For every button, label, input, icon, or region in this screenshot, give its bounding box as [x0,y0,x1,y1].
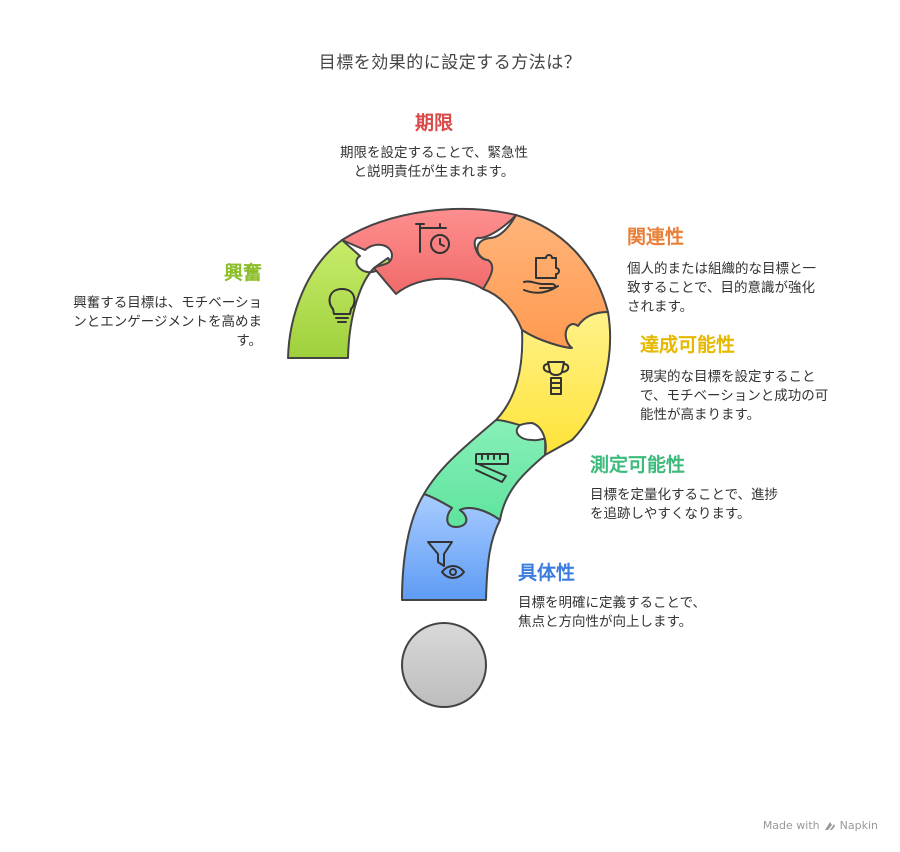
specific-description: 目標を明確に定義することで、 焦点と方向性が向上します。 [518,595,707,630]
napkin-brand-label: Napkin [839,819,878,832]
page-title: 目標を効果的に設定する方法は？ [318,53,582,73]
relevance-heading: 関連性 [627,226,685,248]
measurable-description: 目標を定量化することで、進捗 を追跡しやすくなります。 [590,487,779,522]
question-mark-dot [401,622,487,708]
piece-excitement [287,239,391,359]
measurable-heading: 測定可能性 [590,454,686,476]
trophy-icon [542,361,570,395]
made-with-label: Made with [762,819,820,832]
achievable-description: 現実的な目標を設定すること で、モチベーションと成功の可 能性が高まります。 [640,369,829,423]
achievable-heading: 達成可能性 [640,334,736,356]
specific-heading: 具体性 [518,562,576,584]
piece-specific [401,493,501,601]
puzzle-hand-icon [523,254,560,294]
ruler-icon [475,453,509,483]
napkin-logo-icon [824,821,835,830]
excitement-heading: 興奮 [223,262,262,284]
deadline-description: 期限を設定することで、緊急性 と説明責任が生まれます。 [339,145,529,180]
excitement-description: 興奮する目標は、モチベーショ ンとエンゲージメントを高めま す。 [73,295,262,349]
lightbulb-icon [328,288,356,323]
clock-icon [415,223,450,254]
deadline-heading: 期限 [414,112,453,134]
funnel-eye-icon [427,541,465,579]
made-with-footer: Made with Napkin [763,819,878,832]
relevance-description: 個人的または組織的な目標と一 致することで、目的意識が強化 されます。 [627,261,816,315]
